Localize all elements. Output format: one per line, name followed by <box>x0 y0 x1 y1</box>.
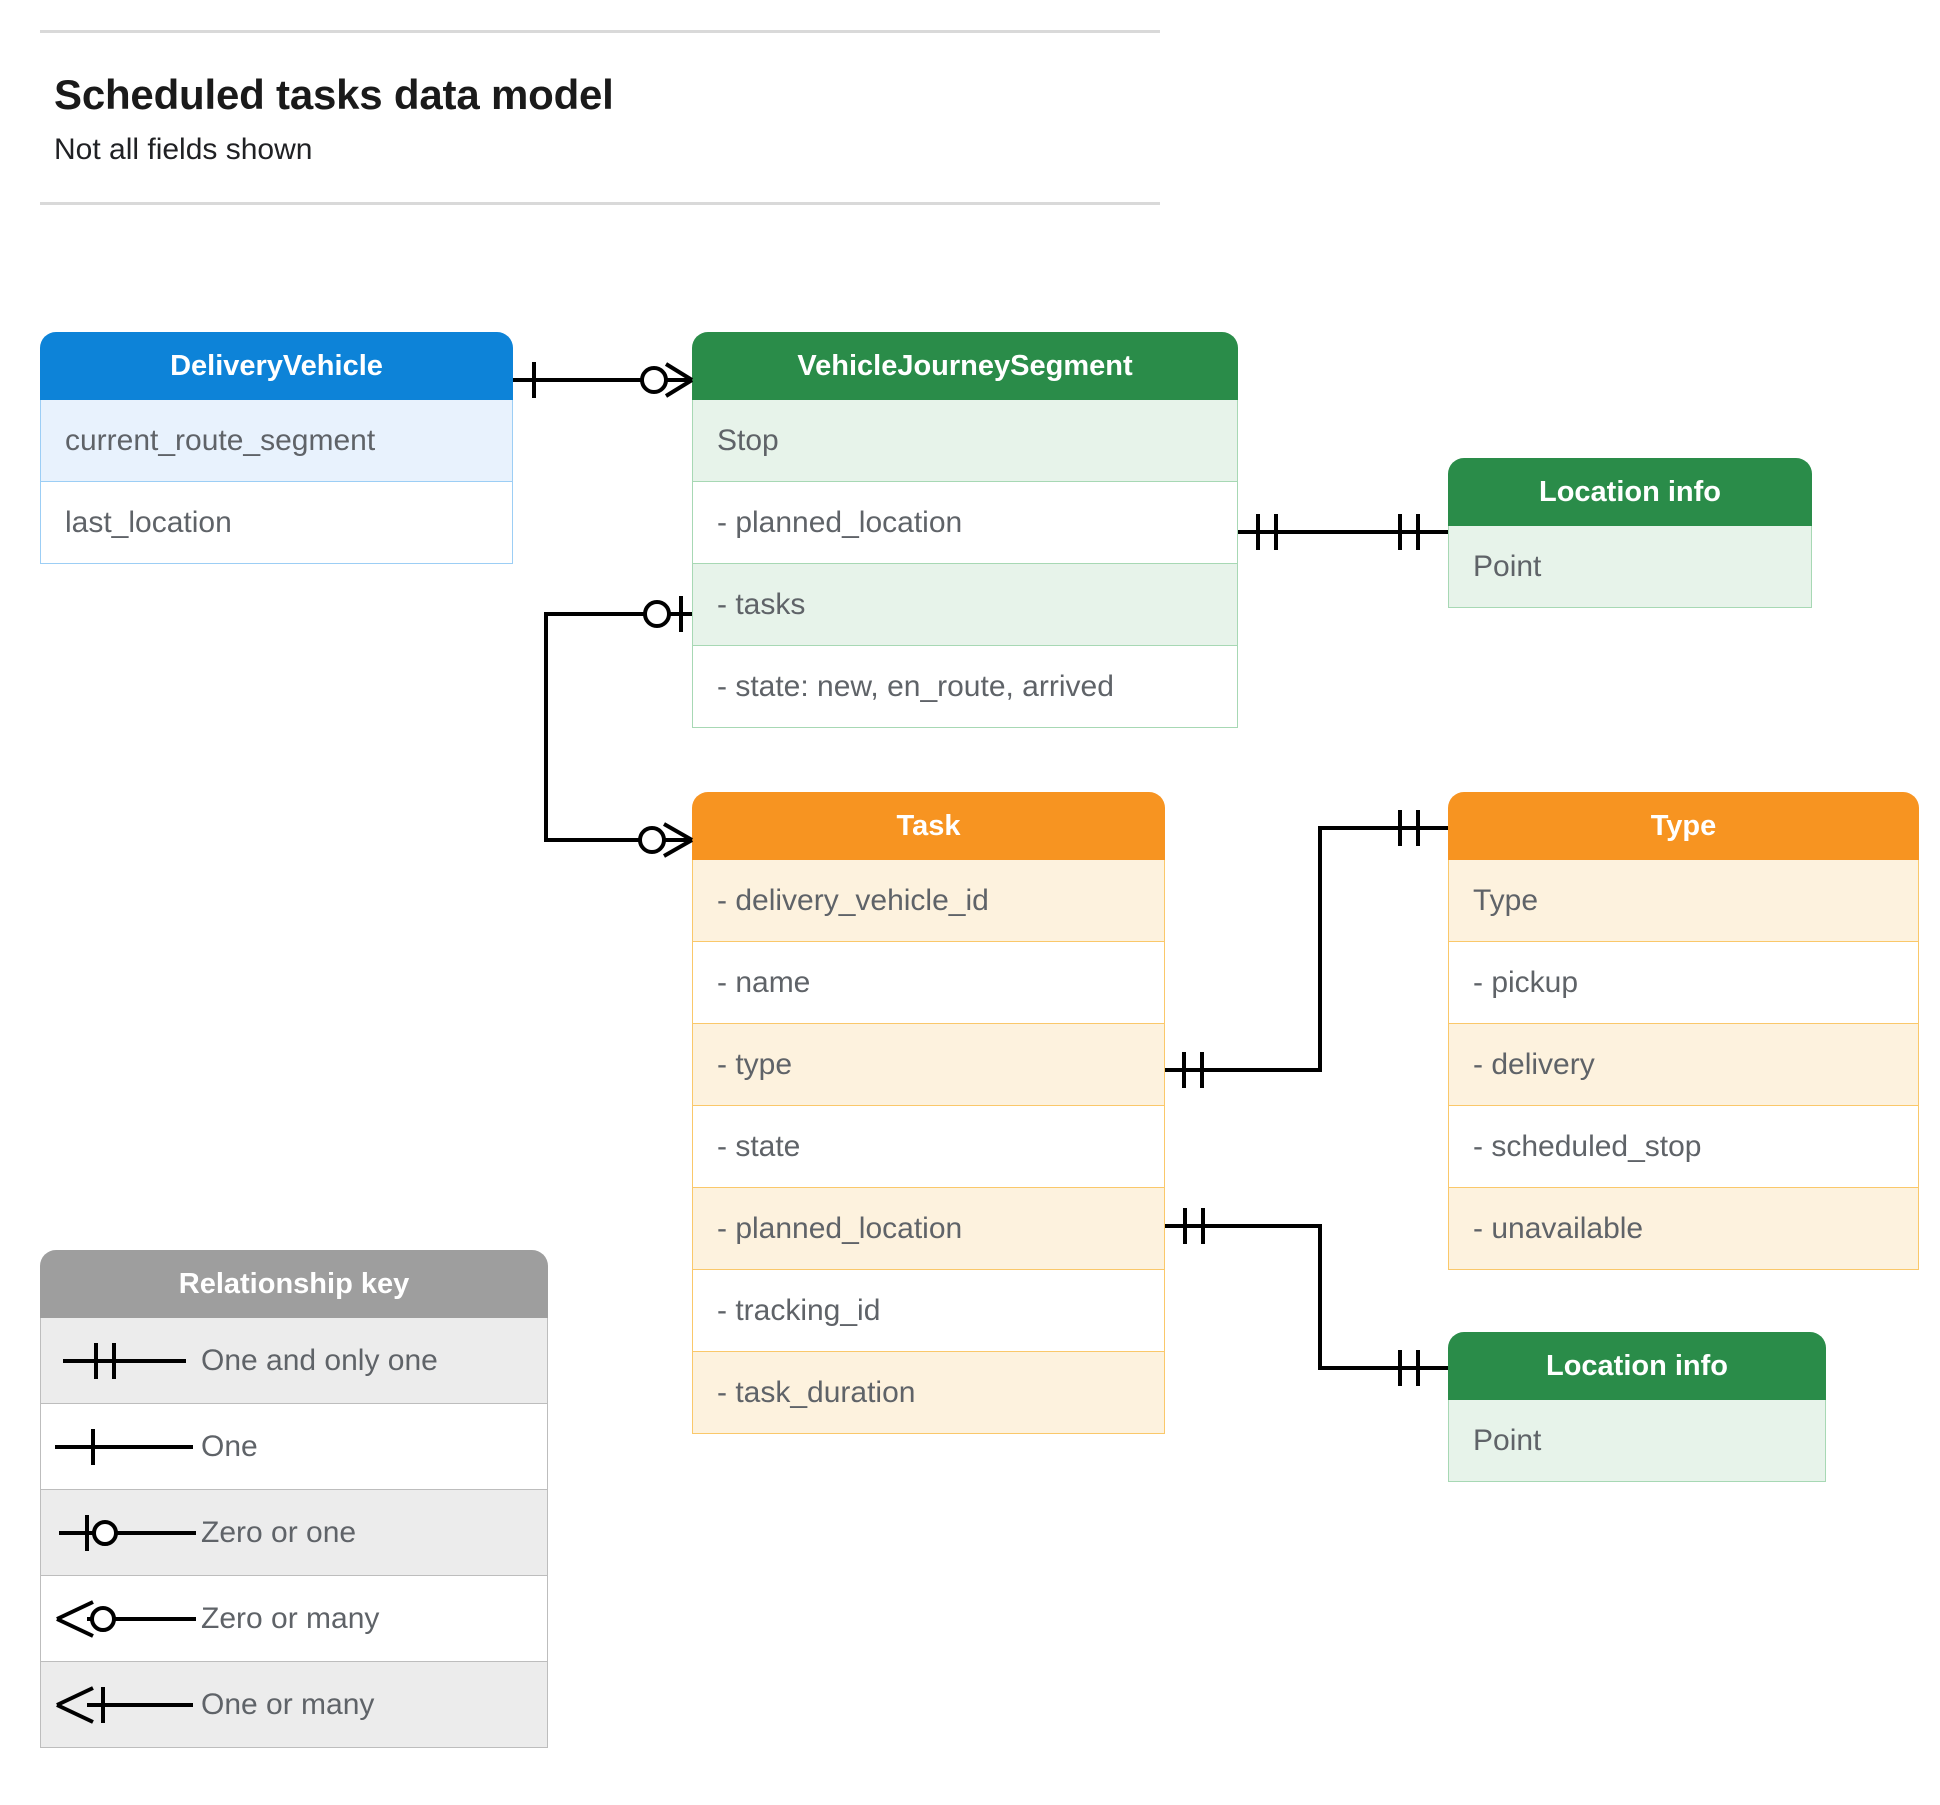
entity-title-type: Type <box>1448 792 1919 860</box>
field-vjs-state: - state: new, en_route, arrived <box>692 646 1238 728</box>
field-task-name: - name <box>692 942 1165 1024</box>
connector-task-plannedlocation-locationinfo <box>1165 1208 1448 1386</box>
entity-type[interactable]: Type Type - pickup - delivery - schedule… <box>1448 792 1919 1270</box>
page-title: Scheduled tasks data model <box>54 71 614 118</box>
connector-vjs-tasks-task <box>544 596 693 858</box>
entity-delivery-vehicle[interactable]: DeliveryVehicle current_route_segment la… <box>40 332 513 564</box>
one-and-only-one-icon <box>41 1318 201 1403</box>
field-task-tracking-id: - tracking_id <box>692 1270 1165 1352</box>
entity-task[interactable]: Task - delivery_vehicle_id - name - type… <box>692 792 1165 1434</box>
field-vjs-planned-location: - planned_location <box>692 482 1238 564</box>
entity-location-info-top[interactable]: Location info Point <box>1448 458 1812 608</box>
zero-or-many-icon <box>41 1576 201 1661</box>
legend-item-one: One <box>40 1404 548 1490</box>
field-vjs-tasks: - tasks <box>692 564 1238 646</box>
legend-relationship-key: Relationship key One and only one One <box>40 1250 548 1748</box>
field-task-task-duration: - task_duration <box>692 1352 1165 1434</box>
field-task-type: - type <box>692 1024 1165 1106</box>
legend-item-one-or-many: One or many <box>40 1662 548 1748</box>
field-location-point-bottom: Point <box>1448 1400 1826 1482</box>
field-task-planned-location: - planned_location <box>692 1188 1165 1270</box>
legend-label-one-and-only-one: One and only one <box>201 1343 438 1377</box>
connector-deliveryvehicle-vehiclejourneysegment <box>513 362 694 398</box>
field-last-location: last_location <box>40 482 513 564</box>
legend-item-zero-or-many: Zero or many <box>40 1576 548 1662</box>
entity-title-location-info-top: Location info <box>1448 458 1812 526</box>
connector-vjs-plannedlocation-locationinfo <box>1238 514 1448 550</box>
legend-title: Relationship key <box>40 1250 548 1318</box>
legend-label-zero-or-many: Zero or many <box>201 1601 380 1635</box>
connector-task-type <box>1165 810 1448 1088</box>
entity-title-vehicle-journey-segment: VehicleJourneySegment <box>692 332 1238 400</box>
legend-item-zero-or-one: Zero or one <box>40 1490 548 1576</box>
field-task-state: - state <box>692 1106 1165 1188</box>
field-type-scheduled-stop: - scheduled_stop <box>1448 1106 1919 1188</box>
header-rule-top <box>40 30 1160 33</box>
field-stop: Stop <box>692 400 1238 482</box>
page-header: Scheduled tasks data model Not all field… <box>40 30 1160 205</box>
one-icon <box>41 1404 201 1489</box>
field-task-delivery-vehicle-id: - delivery_vehicle_id <box>692 860 1165 942</box>
entity-title-location-info-bottom: Location info <box>1448 1332 1826 1400</box>
entity-location-info-bottom[interactable]: Location info Point <box>1448 1332 1826 1482</box>
field-current-route-segment: current_route_segment <box>40 400 513 482</box>
zero-or-one-icon <box>41 1490 201 1575</box>
entity-vehicle-journey-segment[interactable]: VehicleJourneySegment Stop - planned_loc… <box>692 332 1238 728</box>
entity-title-delivery-vehicle: DeliveryVehicle <box>40 332 513 400</box>
legend-label-one-or-many: One or many <box>201 1687 375 1721</box>
legend-label-zero-or-one: Zero or one <box>201 1515 357 1549</box>
header-rule-bottom <box>40 201 1160 205</box>
entity-title-task: Task <box>692 792 1165 860</box>
legend-item-one-and-only-one: One and only one <box>40 1318 548 1404</box>
one-or-many-icon <box>41 1662 201 1747</box>
field-type-label: Type <box>1448 860 1919 942</box>
field-type-delivery: - delivery <box>1448 1024 1919 1106</box>
field-type-unavailable: - unavailable <box>1448 1188 1919 1270</box>
field-location-point-top: Point <box>1448 526 1812 608</box>
field-type-pickup: - pickup <box>1448 942 1919 1024</box>
legend-label-one: One <box>201 1429 258 1463</box>
page-subtitle: Not all fields shown <box>54 133 313 167</box>
